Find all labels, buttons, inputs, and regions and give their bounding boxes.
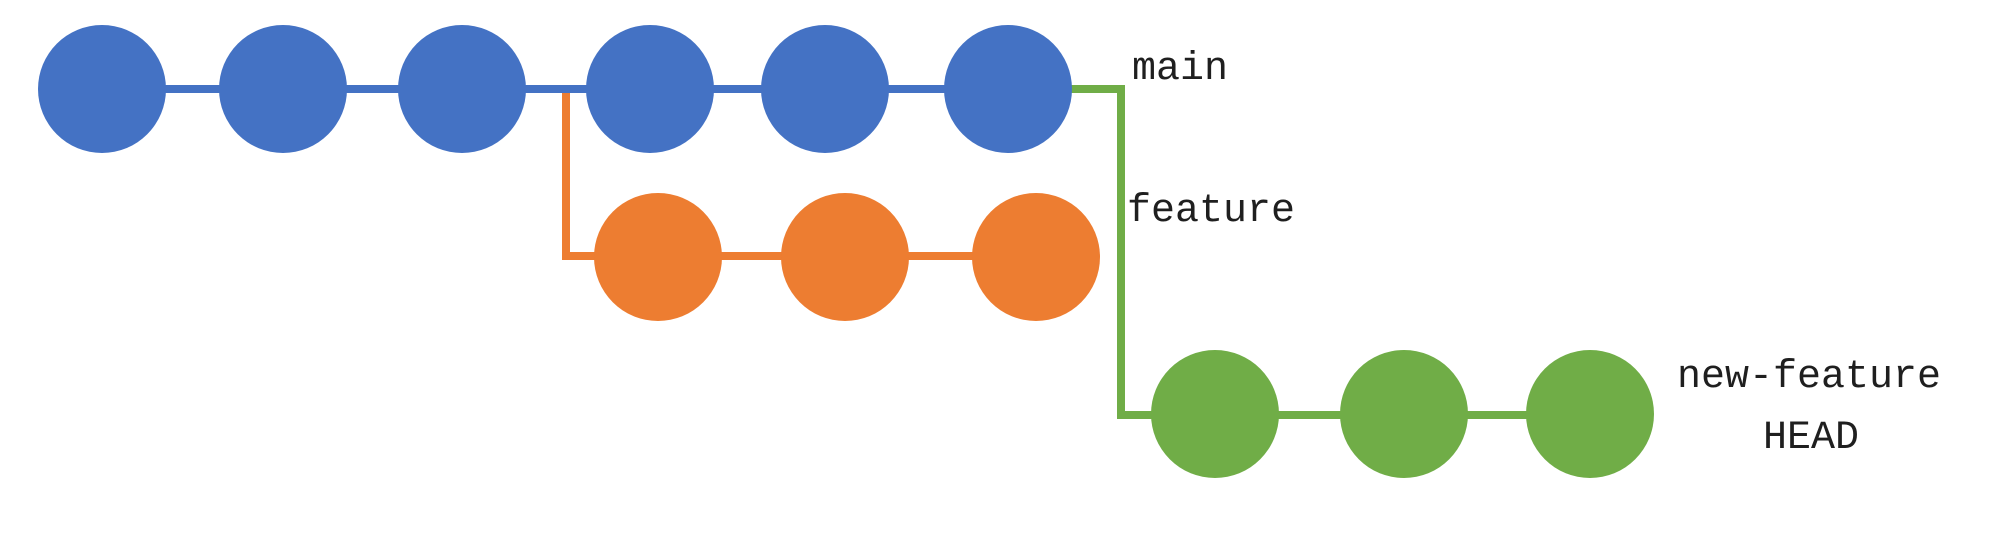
feature-branch-label: feature xyxy=(1127,189,1295,234)
main-commit-5 xyxy=(761,25,889,153)
main-commit-3 xyxy=(398,25,526,153)
head-label: HEAD xyxy=(1763,416,1859,461)
main-branch-label: main xyxy=(1132,47,1228,92)
new-feature-commit-2 xyxy=(1340,350,1468,478)
main-commit-2 xyxy=(219,25,347,153)
new-feature-commit-3 xyxy=(1526,350,1654,478)
feature-commit-2 xyxy=(781,193,909,321)
new-feature-branch-label: new-feature xyxy=(1677,355,1941,400)
feature-commit-3 xyxy=(972,193,1100,321)
main-commit-1 xyxy=(38,25,166,153)
new-feature-commit-1 xyxy=(1151,350,1279,478)
main-commit-6 xyxy=(944,25,1072,153)
main-commit-4 xyxy=(586,25,714,153)
feature-commit-1 xyxy=(594,193,722,321)
